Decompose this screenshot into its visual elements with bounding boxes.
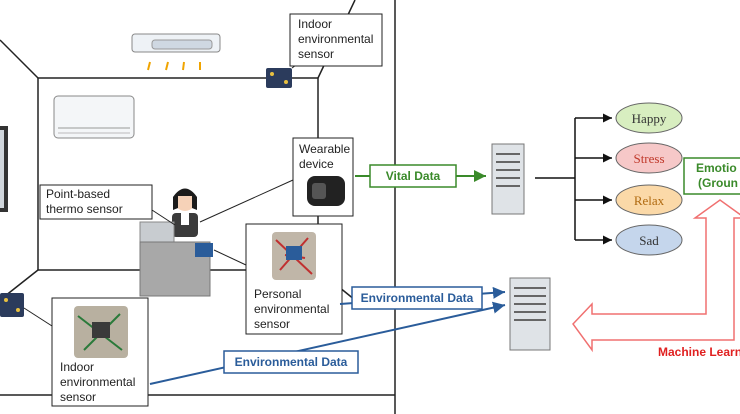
indoor-sensor-top-callout [289, 13, 383, 67]
ground-truth-line-1: Emotio [696, 161, 737, 175]
thermo-callout [39, 184, 153, 220]
personal-sensor-photo [272, 232, 316, 280]
personal-line-3: sensor [254, 317, 290, 331]
env-data-personal-label: Environmental Data [361, 291, 474, 305]
thermo-line-1: Point-based [46, 187, 110, 201]
env-data-personal-box [351, 286, 483, 310]
indoor-top-line-3: sensor [298, 47, 334, 61]
wearable-line-1: Wearable [299, 142, 350, 156]
indoor-bottom-line-3: sensor [60, 390, 96, 404]
thermo-line-2: thermo sensor [46, 202, 123, 216]
indoor-sensor-top-icon [266, 68, 292, 88]
indoor-sensor-top-label: Indoor environmental sensor [298, 17, 377, 61]
laptop-icon [139, 221, 175, 243]
thermo-label: Point-based thermo sensor [46, 187, 123, 216]
personal-line-2: environmental [254, 302, 329, 316]
ground-truth-box [683, 157, 740, 195]
emotion-happy: Happy [615, 102, 683, 134]
indoor-sensor-photo [74, 306, 128, 358]
emotion-relax-label: Relax [634, 193, 665, 208]
personal-line-1: Personal [254, 287, 301, 301]
indoor-sensor-bottom-icon [0, 293, 24, 317]
ground-truth-label: Emotio (Groun [696, 161, 740, 190]
server-top-icon [491, 143, 525, 215]
env-data-indoor-label: Environmental Data [235, 355, 348, 369]
emotion-sad-label: Sad [639, 233, 659, 248]
tv-icon [0, 126, 8, 212]
emotion-happy-label: Happy [632, 111, 667, 126]
machine-learning-arrow [572, 199, 740, 353]
wall-ac-icon [53, 95, 135, 139]
ground-truth-line-2: (Groun [698, 176, 738, 190]
env-data-indoor-box [223, 350, 359, 374]
indoor-top-line-2: environmental [298, 32, 373, 46]
wearable-label: Wearable device [299, 142, 353, 171]
env-data-indoor-arrow [149, 301, 506, 385]
emotion-stress-label: Stress [633, 151, 664, 166]
machine-learning-label: Machine Learn [658, 345, 740, 359]
wearable-band-icon [307, 176, 345, 206]
emotion-stress: Stress [615, 142, 683, 174]
wearable-line-2: device [299, 157, 334, 171]
emotion-sad: Sad [615, 224, 683, 256]
indoor-bottom-line-1: Indoor [60, 360, 94, 374]
vital-data-box [369, 164, 457, 188]
emotion-tree [535, 113, 612, 245]
indoor-sensor-bottom-label: Indoor environmental sensor [60, 360, 139, 404]
indoor-top-line-1: Indoor [298, 17, 332, 31]
indoor-bottom-line-2: environmental [60, 375, 135, 389]
personal-sensor-board-icon [195, 243, 213, 257]
vital-data-label: Vital Data [386, 169, 441, 183]
server-bottom-icon [509, 277, 551, 351]
personal-sensor-label: Personal environmental sensor [254, 287, 333, 331]
ceiling-ac-icon [131, 33, 221, 71]
person-icon [172, 188, 198, 237]
emotion-relax: Relax [615, 184, 683, 216]
